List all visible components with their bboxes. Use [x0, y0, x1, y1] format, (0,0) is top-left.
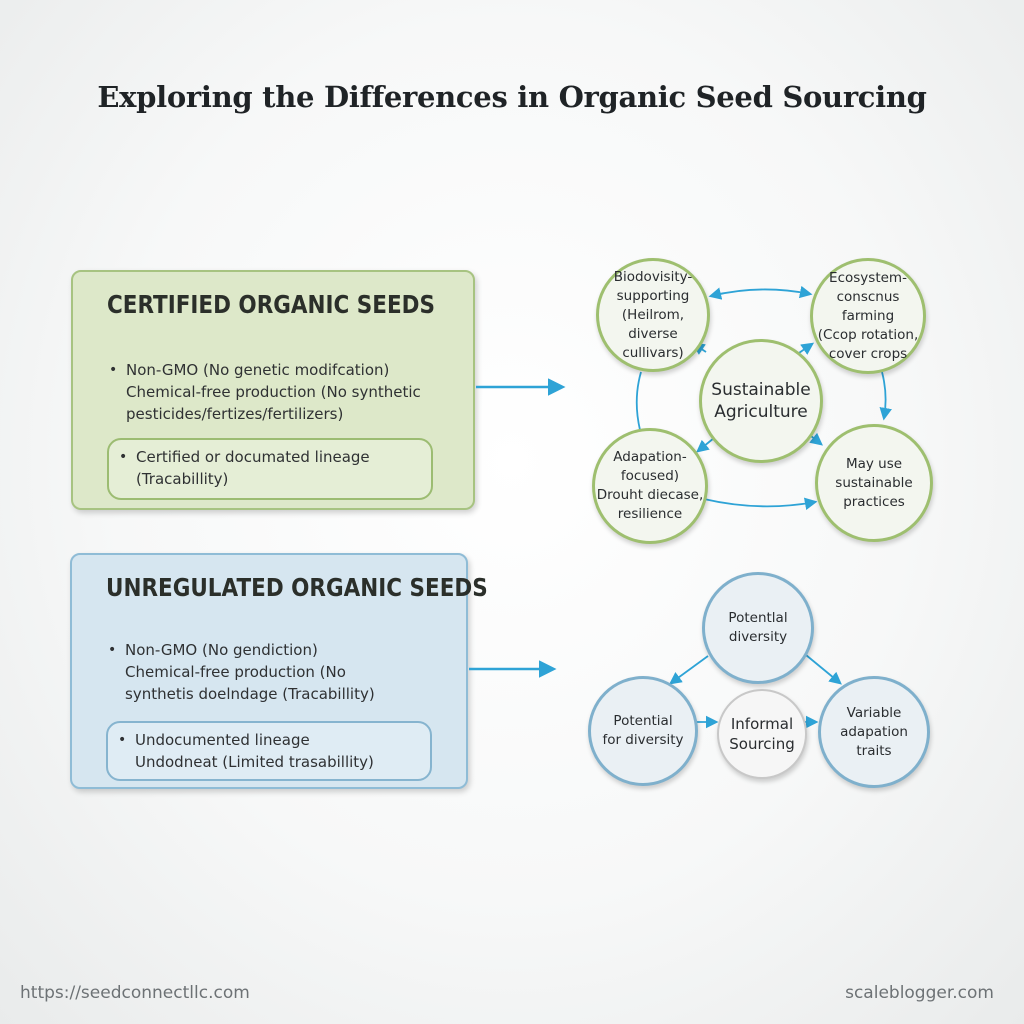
node-ecosystem-conscious-farming: Ecosystem- conscnus farming (Ccop rotati…: [810, 258, 926, 374]
cluster-arrow: [805, 654, 842, 685]
page-title: Exploring the Differences in Organic See…: [97, 80, 927, 114]
cluster-arrow: [635, 371, 642, 431]
node-text: Agriculture: [714, 402, 808, 422]
node-informal-sourcing: Informal Sourcing: [717, 689, 807, 779]
bullet-line: Non-GMO (No genetic modifcation): [126, 361, 390, 379]
node-text: Informal: [730, 715, 794, 733]
node-text: (Ccop rotation,: [817, 326, 919, 343]
bullet-line: Chemical-free production (No: [125, 663, 346, 681]
node-text: May use: [845, 455, 903, 472]
node-text: Sourcing: [729, 735, 795, 753]
unregulated-bullet: • Non-GMO (No gendiction) Chemical-free …: [108, 639, 375, 705]
node-sustainable-practices: May use sustainable practices: [815, 424, 933, 542]
lineage-bullet: • Undocumented lineage Undodneat (Limite…: [118, 729, 374, 773]
bullet-dot-icon: •: [119, 449, 128, 465]
bullet-line: Non-GMO (No gendiction): [125, 641, 318, 659]
unregulated-seeds-panel: UNREGULATED ORGANIC SEEDS • Non-GMO (No …: [70, 553, 488, 789]
bullet-dot-icon: •: [109, 362, 118, 378]
node-potential-diversity: Potentlal diversity: [702, 572, 814, 684]
node-text: cullivars): [622, 344, 684, 361]
node-text: supporting: [616, 287, 690, 304]
node-text: Potentlal: [728, 610, 788, 626]
bullet-line: pesticides/fertizes/fertilizers): [126, 405, 344, 423]
node-text: practices: [843, 493, 905, 510]
node-text: Drouht diecase,: [596, 487, 704, 503]
node-sustainable-agriculture: Sustainable Agriculture: [699, 339, 823, 463]
unregulated-seeds-heading: UNREGULATED ORGANIC SEEDS: [106, 573, 488, 602]
node-text: traits: [856, 742, 892, 759]
bullet-line: synthetis doelndage (Tracabillity): [125, 685, 375, 703]
node-text: sustainable: [835, 474, 913, 491]
certified-seeds-heading: CERTIFIED ORGANIC SEEDS: [107, 290, 435, 319]
cluster-arrow: [668, 655, 709, 685]
node-text: Adapation-: [613, 449, 687, 465]
certified-bullet: • Non-GMO (No genetic modifcation) Chemi…: [109, 359, 421, 425]
lineage-bullet: • Certified or documated lineage (Tracab…: [119, 446, 370, 490]
bullet-dot-icon: •: [108, 642, 117, 658]
node-text: cover crops: [828, 345, 908, 362]
node-text: (Heilrom, diverse: [621, 306, 685, 342]
node-text: Biodovisity-: [613, 268, 693, 285]
node-text: resilience: [617, 506, 683, 522]
node-adaptation-focused: Adapation- focused) Drouht diecase, resi…: [592, 428, 708, 544]
node-text: diversity: [728, 629, 788, 645]
node-text: Sustainable: [711, 380, 811, 400]
bullet-line: Certified or documated lineage: [136, 448, 370, 466]
bullet-line: Undocumented lineage: [135, 731, 310, 749]
bullet-line: Chemical-free production (No synthetic: [126, 383, 421, 401]
bullet-line: Undodneat (Limited trasabillity): [135, 753, 374, 771]
footer-source-link[interactable]: https://seedconnectllc.com: [20, 983, 250, 1003]
node-potential-for-diversity: Potential for diversity: [588, 676, 698, 786]
footer-credit: scaleblogger.com: [845, 983, 994, 1003]
node-text: adapation: [840, 723, 908, 740]
node-text: Variable: [846, 704, 902, 721]
node-variable-adaptation-traits: Variable adapation traits: [818, 676, 930, 788]
unregulated-lineage-pill: • Undocumented lineage Undodneat (Limite…: [106, 721, 432, 781]
cluster-arrow: [696, 437, 715, 453]
node-text: conscnus farming: [836, 288, 900, 324]
cluster-arrow: [703, 497, 818, 510]
bullet-line: (Tracabillity): [136, 470, 229, 488]
node-biodiversity-supporting: Biodovisity- supporting (Heilrom, divers…: [596, 258, 710, 372]
certified-lineage-pill: • Certified or documated lineage (Tracab…: [107, 438, 433, 500]
node-text: Potential: [613, 713, 673, 729]
certified-seeds-panel: CERTIFIED ORGANIC SEEDS • Non-GMO (No ge…: [71, 270, 475, 510]
node-text: for diversity: [602, 732, 684, 748]
cluster-arrow: [879, 371, 892, 421]
node-text: focused): [620, 468, 680, 484]
bullet-dot-icon: •: [118, 732, 127, 748]
cluster-arrow: [708, 285, 813, 300]
node-text: Ecosystem-: [829, 269, 907, 286]
